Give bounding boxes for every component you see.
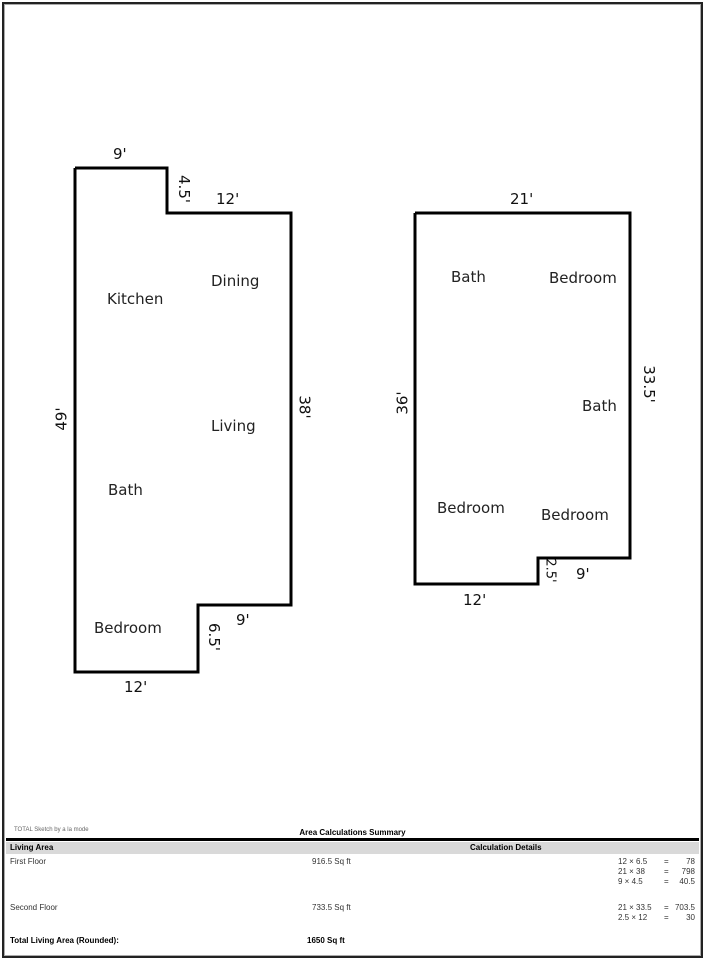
calc-expr: 2.5 × 12 — [618, 913, 648, 922]
calc-expr: 21 × 33.5 — [618, 903, 652, 912]
room-bath: Bath — [108, 481, 143, 499]
room-bedroom-2: Bedroom — [437, 499, 505, 517]
dim-sf-right: 33.5' — [639, 365, 658, 403]
dim-sf-left: 36' — [393, 391, 412, 415]
col-calc-details: Calculation Details — [470, 843, 542, 852]
calc-expr: 9 × 4.5 — [618, 877, 643, 886]
dim-ff-bottom: 12' — [124, 678, 148, 696]
second-floor-outline — [413, 211, 632, 586]
area-summary: TOTAL Sketch by a la mode Area Calculati… — [6, 824, 699, 954]
room-bath-2: Bath — [582, 397, 617, 415]
calc-eq: = — [664, 877, 669, 886]
col-living-area: Living Area — [10, 843, 54, 852]
dim-ff-right: 38' — [295, 395, 314, 419]
room-living: Living — [211, 417, 256, 435]
room-kitchen: Kitchen — [107, 290, 164, 308]
total-value: 1650 Sq ft — [307, 936, 345, 945]
summary-title: Area Calculations Summary — [299, 828, 406, 837]
floor-plan-outlines — [73, 166, 632, 674]
calc-val: 40.5 — [679, 877, 695, 886]
calc-expr: 21 × 38 — [618, 867, 645, 876]
dim-sf-step-vert: 2.5' — [542, 558, 558, 583]
summary-header: Living Area Calculation Details — [6, 842, 699, 854]
dim-ff-notch: 4.5' — [174, 175, 193, 203]
dim-sf-bottom: 12' — [463, 591, 487, 609]
total-label: Total Living Area (Rounded): — [10, 936, 119, 945]
calc-val: 30 — [686, 913, 695, 922]
row-first-floor-label: First Floor — [10, 857, 46, 866]
room-bedroom-3: Bedroom — [541, 506, 609, 524]
row-second-floor-area: 733.5 Sq ft — [312, 903, 351, 912]
calc-val: 78 — [686, 857, 695, 866]
dim-sf-step: 9' — [576, 565, 590, 583]
calc-expr: 12 × 6.5 — [618, 857, 648, 866]
first-floor-outline — [73, 166, 293, 674]
calc-eq: = — [664, 857, 669, 866]
room-dining: Dining — [211, 272, 260, 290]
calc-val: 798 — [681, 867, 695, 876]
calc-val: 703.5 — [674, 903, 695, 912]
dim-ff-upper-right: 12' — [216, 190, 240, 208]
credit-text: TOTAL Sketch by a la mode — [14, 827, 89, 833]
calc-eq: = — [664, 913, 669, 922]
dim-ff-step: 9' — [236, 611, 250, 629]
row-first-floor-area: 916.5 Sq ft — [312, 857, 351, 866]
row-second-floor-label: Second Floor — [10, 903, 58, 912]
dim-ff-step-vert: 6.5' — [204, 623, 223, 651]
calc-eq: = — [664, 903, 669, 912]
divider — [6, 838, 699, 841]
room-bath-1: Bath — [451, 268, 486, 286]
dim-sf-top: 21' — [510, 190, 534, 208]
calc-eq: = — [664, 867, 669, 876]
room-bedroom-1: Bedroom — [549, 269, 617, 287]
room-bedroom: Bedroom — [94, 619, 162, 637]
dim-ff-left: 49' — [52, 407, 71, 431]
dim-ff-top: 9' — [113, 145, 127, 163]
